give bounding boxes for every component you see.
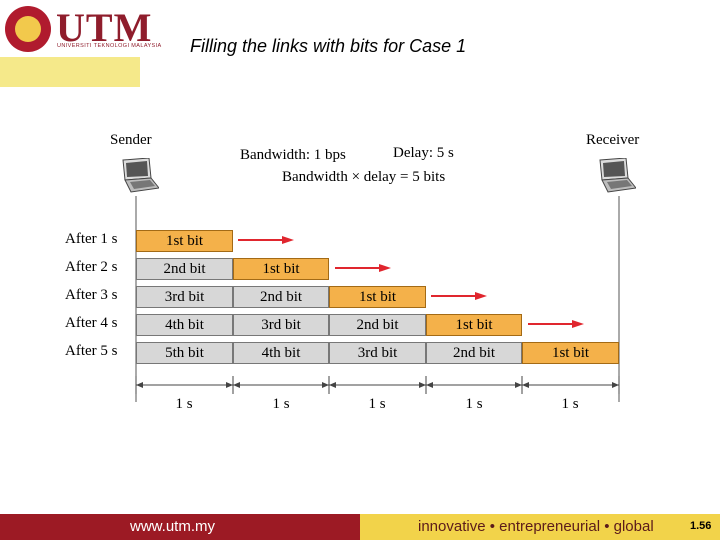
delay-label: Delay: 5 s — [393, 145, 454, 161]
row-label: After 5 s — [65, 343, 118, 359]
bit-cell: 1st bit — [136, 230, 233, 252]
propagation-arrow-icon — [238, 236, 294, 244]
bit-cell: 2nd bit — [329, 314, 426, 336]
row-label: After 4 s — [65, 315, 118, 331]
bit-cell: 1st bit — [426, 314, 522, 336]
propagation-arrow-icon — [335, 264, 391, 272]
row-label: After 2 s — [65, 259, 118, 275]
interval-label: 1 s — [465, 396, 483, 412]
row-label: After 1 s — [65, 231, 118, 247]
propagation-arrow-icon — [431, 292, 487, 300]
footer-red-band — [0, 514, 360, 540]
bandwidth-delay-product-label: Bandwidth × delay = 5 bits — [282, 169, 446, 185]
logo-text: UTM — [56, 5, 153, 50]
footer-url: www.utm.my — [130, 518, 216, 535]
bit-cell: 1st bit — [233, 258, 329, 280]
utm-seal-icon — [5, 6, 51, 52]
logo-yellow-band — [0, 57, 140, 87]
bit-cell: 2nd bit — [426, 342, 522, 364]
page-number: 1.56 — [690, 520, 712, 532]
bit-cell: 4th bit — [233, 342, 329, 364]
interval-label: 1 s — [272, 396, 290, 412]
receiver-laptop-icon — [599, 158, 636, 193]
propagation-arrow-icon — [528, 320, 584, 328]
footer-yellow-band — [360, 514, 720, 540]
footer-tagline: innovative • entrepreneurial • global — [418, 518, 654, 535]
utm-logo: UTM UNIVERSITI TEKNOLOGI MALAYSIA — [0, 0, 161, 90]
bandwidth-label: Bandwidth: 1 bps — [240, 147, 346, 163]
bit-cell: 3rd bit — [233, 314, 329, 336]
interval-label: 1 s — [561, 396, 579, 412]
time-axis — [135, 376, 620, 394]
sender-label: Sender — [110, 132, 152, 148]
bit-cell: 5th bit — [136, 342, 233, 364]
bit-cell: 1st bit — [522, 342, 619, 364]
interval-label: 1 s — [368, 396, 386, 412]
bit-cell: 1st bit — [329, 286, 426, 308]
interval-label: 1 s — [175, 396, 193, 412]
sender-laptop-icon — [122, 158, 159, 193]
slide-title: Filling the links with bits for Case 1 — [190, 36, 467, 56]
bit-cell: 3rd bit — [329, 342, 426, 364]
bit-cell: 2nd bit — [136, 258, 233, 280]
logo-subtext: UNIVERSITI TEKNOLOGI MALAYSIA — [57, 43, 162, 49]
receiver-label: Receiver — [586, 132, 640, 148]
bit-cell: 4th bit — [136, 314, 233, 336]
bit-cell: 2nd bit — [233, 286, 329, 308]
bit-cell: 3rd bit — [136, 286, 233, 308]
row-label: After 3 s — [65, 287, 118, 303]
footer-bar: www.utm.my innovative • entrepreneurial … — [0, 514, 720, 540]
